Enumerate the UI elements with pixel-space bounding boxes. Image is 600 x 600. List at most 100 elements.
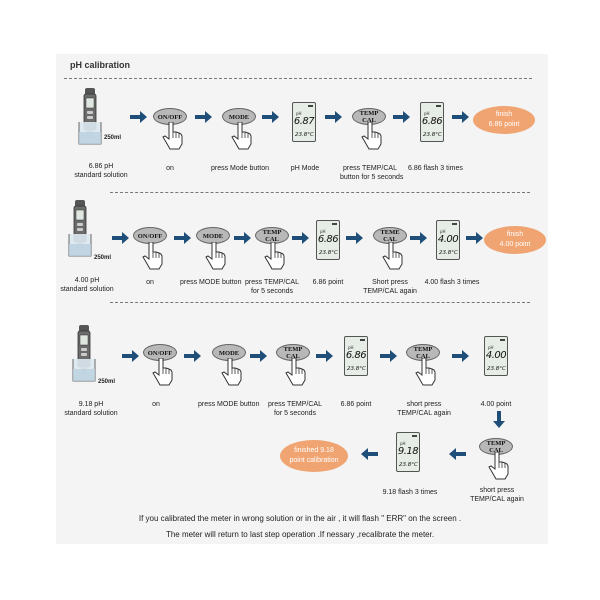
solution-label-line1: 9.18 pH <box>78 401 104 408</box>
step-caption: 6.86 point <box>312 279 344 286</box>
battery-icon <box>412 435 417 437</box>
volume-label: 250ml <box>104 135 122 141</box>
separator <box>64 78 532 79</box>
arrow-icon <box>346 232 363 244</box>
button-label-temp: TEMP <box>359 110 379 117</box>
arrow-icon <box>174 232 191 244</box>
finish-badge: finish 4.00 point <box>484 226 546 254</box>
step-caption: 4.00 flash 3 times <box>424 279 480 286</box>
arrow-icon <box>316 350 333 362</box>
step-caption: pH Mode <box>290 165 320 172</box>
step-caption-line2: for 5 seconds <box>250 288 294 295</box>
battery-icon <box>308 105 313 107</box>
arrow-icon <box>112 232 129 244</box>
ph-indicator: pH <box>320 229 326 234</box>
arrow-icon <box>122 350 139 362</box>
arrow-icon <box>195 111 212 123</box>
pointing-hand-icon <box>264 242 285 270</box>
finish-badge-line1: finished 9.18 <box>294 447 334 454</box>
ph-meter-in-beaker <box>68 200 92 257</box>
step-caption: press Mode button <box>211 165 269 172</box>
step-caption: on <box>152 401 160 408</box>
step-caption: press MODE button <box>180 279 242 286</box>
temperature-reading: 23.8°C <box>347 366 366 372</box>
arrow-icon <box>250 350 267 362</box>
ph-reading: 4.00 <box>437 234 459 245</box>
pointing-hand-icon <box>205 242 226 270</box>
battery-icon <box>452 223 457 225</box>
ph-reading: 6.86 <box>345 350 367 361</box>
temperature-reading: 23.8°C <box>423 132 442 138</box>
solution-label-line2: standard solution <box>60 286 114 293</box>
step-caption-line2: button for 5 seconds <box>340 174 404 181</box>
temperature-reading: 23.8°C <box>399 462 418 468</box>
pointing-hand-icon <box>231 122 252 150</box>
button-label-cal: CAL <box>383 236 397 243</box>
ph-reading: 4.00 <box>485 350 507 361</box>
arrow-icon <box>466 232 483 244</box>
button-label-cal: CAL <box>265 236 279 243</box>
finish-badge-line2: 6.86 point <box>488 121 520 128</box>
ph-meter-in-beaker <box>72 325 96 382</box>
ph-reading: 6.86 <box>421 116 443 127</box>
battery-icon <box>436 105 441 107</box>
finish-badge-line1: finish <box>506 231 524 238</box>
step-caption-line2: TEMP/CAL again <box>363 288 417 295</box>
solution-label-line2: standard solution <box>64 410 118 417</box>
ph-reading: 9.18 <box>397 446 419 457</box>
arrow-icon <box>262 111 279 123</box>
page-title: pH calibration <box>70 60 131 70</box>
step-caption: press MODE button <box>198 401 260 408</box>
step-caption: 4.00 point <box>480 401 512 408</box>
temperature-reading: 23.8°C <box>295 132 314 138</box>
battery-icon <box>360 339 365 341</box>
volume-label: 250ml <box>98 379 116 385</box>
solution-label-line2: standard solution <box>74 172 128 179</box>
pointing-hand-icon <box>285 358 306 386</box>
step-caption-line2: for 5 seconds <box>273 410 317 417</box>
recalibrate-note: The meter will return to last step opera… <box>165 530 435 539</box>
temperature-reading: 23.8°C <box>319 250 338 256</box>
temperature-reading: 23.8°C <box>439 250 458 256</box>
button-label-temp: TEMP <box>262 229 282 236</box>
ph-indicator: pH <box>424 111 430 116</box>
ph-indicator: pH <box>348 345 354 350</box>
pointing-hand-icon <box>415 358 436 386</box>
button-label-cal: CAL <box>416 353 430 360</box>
arrow-down-icon <box>493 411 505 428</box>
button-label-cal: CAL <box>362 117 376 124</box>
pointing-hand-icon <box>361 122 382 150</box>
finish-badge: finish 6.86 point <box>473 106 535 134</box>
arrow-icon <box>380 350 397 362</box>
arrow-icon <box>130 111 147 123</box>
solution-label: 4.00 pH standard solution <box>58 276 116 294</box>
ph-indicator: pH <box>488 345 494 350</box>
finish-badge-line1: finish <box>495 111 513 118</box>
step-caption-line1: press TEMP/CAL <box>245 279 299 286</box>
separator <box>110 192 530 193</box>
arrow-icon <box>410 232 427 244</box>
button-label-temp: TEMP <box>413 346 433 353</box>
step-caption-line1: press TEMP/CAL <box>343 165 397 172</box>
warning-note: If you calibrated the meter in wrong sol… <box>138 514 462 523</box>
step-caption: 6.86 point <box>340 401 372 408</box>
ph-reading: 6.86 <box>317 234 339 245</box>
battery-icon <box>332 223 337 225</box>
finish-badge-line2: 4.00 point <box>499 241 531 248</box>
step-caption-line1: Short press <box>372 279 408 286</box>
button-label-temp: TEMP <box>486 440 506 447</box>
solution-label-line1: 4.00 pH <box>74 277 100 284</box>
arrow-icon <box>452 350 469 362</box>
